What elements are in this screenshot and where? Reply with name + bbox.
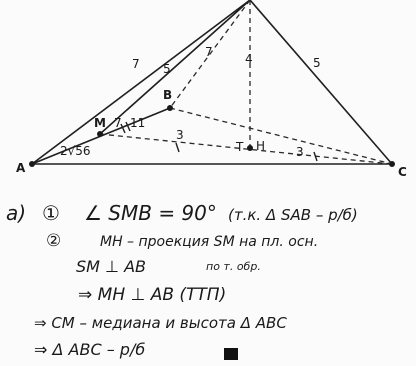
marker-1: ① bbox=[42, 201, 60, 225]
edge-label-mb: 7 bbox=[114, 116, 122, 130]
line3-text: SM ⊥ AB bbox=[76, 257, 146, 276]
label-m: M bbox=[94, 116, 106, 130]
vertices bbox=[29, 105, 395, 167]
edge-label-sc: 5 bbox=[313, 56, 321, 70]
edge-label-sm-mid: 7 bbox=[205, 45, 213, 59]
edge-label-sh: 4 bbox=[245, 52, 253, 66]
label-h: H bbox=[256, 139, 265, 153]
label-b: B bbox=[163, 88, 172, 102]
label-t: T bbox=[235, 140, 244, 154]
median-cm bbox=[99, 133, 393, 165]
pyramid-edges bbox=[31, 0, 393, 165]
line2-text: MH – проекция SM на пл. осн. bbox=[100, 234, 318, 250]
edge-label-hc: 3 bbox=[296, 145, 304, 159]
hidden-edges bbox=[99, 0, 393, 165]
edge-label-ah: 3 bbox=[176, 128, 184, 142]
equal-ticks bbox=[120, 121, 318, 162]
part-label: a) bbox=[6, 201, 26, 225]
marker-2: ② bbox=[46, 231, 61, 251]
line1-reason: (т.к. Δ SAB – р/б) bbox=[228, 206, 358, 224]
edge-sb bbox=[169, 0, 251, 109]
edge-label-sa: 7 bbox=[132, 57, 140, 71]
edge-bc bbox=[169, 107, 393, 165]
line1-text: ∠ SMB = 90° bbox=[84, 201, 217, 225]
line3-aside: по т. обр. bbox=[206, 260, 261, 273]
label-a: A bbox=[16, 161, 26, 175]
ink-blot bbox=[224, 348, 238, 360]
edge-label-am: 2√56 bbox=[60, 144, 91, 158]
edge-sc bbox=[249, 0, 393, 165]
edge-sm bbox=[99, 0, 251, 135]
line4-text: ⇒ MH ⊥ AB (ТТП) bbox=[78, 285, 226, 305]
line5-text: ⇒ CM – медиана и высота Δ ABC bbox=[34, 314, 287, 332]
edge-sa bbox=[31, 0, 251, 165]
label-c: C bbox=[398, 165, 407, 179]
edge-label-mk: 11 bbox=[130, 116, 145, 130]
edge-label-sm-top: 5 bbox=[163, 62, 171, 76]
line6-text: ⇒ Δ ABC – р/б bbox=[34, 340, 145, 359]
notes: a) ① ∠ SMB = 90° (т.к. Δ SAB – р/б) ② MH… bbox=[6, 201, 358, 359]
